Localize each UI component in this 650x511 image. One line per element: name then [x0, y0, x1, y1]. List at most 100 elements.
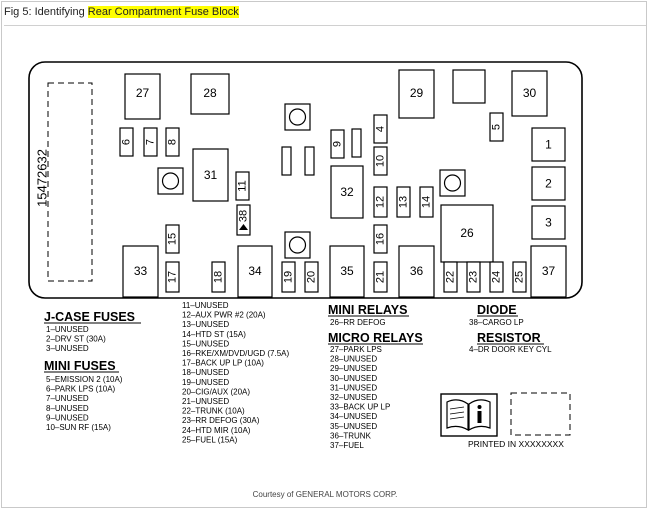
micro-relay-item: 32–UNUSED	[330, 393, 377, 402]
fuse-35-label: 35	[340, 264, 354, 278]
fuse-27: 27	[124, 73, 161, 120]
j-case-heading: J-CASE FUSES	[44, 310, 135, 324]
fuse-block-outline	[28, 61, 583, 299]
part-number: 15472632	[35, 149, 50, 207]
printed-in-text: PRINTED IN XXXXXXXX	[468, 439, 564, 449]
diode-38-label: 38	[238, 210, 250, 222]
diode-arrow-icon	[239, 224, 248, 230]
fuse-31-label: 31	[204, 168, 218, 182]
mini-fuse-item: 10–SUN RF (15A)	[46, 423, 111, 432]
fuse-item: 19–UNUSED	[182, 378, 229, 387]
fuse-28: 28	[190, 73, 230, 115]
fuse-item: 20–CIG/AUX (20A)	[182, 387, 250, 396]
fuse-32-label: 32	[340, 185, 354, 199]
fuse-18: 18	[211, 261, 226, 293]
mini-fuse-item: 6–PARK LPS (10A)	[46, 385, 116, 394]
micro-relay-item: 30–UNUSED	[330, 374, 377, 383]
j-case-item: 2–DRV ST (30A)	[46, 335, 106, 344]
fuse-14: 14	[419, 186, 434, 218]
fuse-item: 15–UNUSED	[182, 339, 229, 348]
fuse-27-label: 27	[136, 86, 150, 100]
fuse-item: 14–HTD ST (15A)	[182, 330, 246, 339]
fuse-4-label: 4	[375, 126, 387, 132]
fuse-item: 17–BACK UP LP (10A)	[182, 359, 264, 368]
resistor-list: 4–DR DOOR KEY CYL	[469, 345, 552, 354]
resistor-item: 4–DR DOOR KEY CYL	[469, 345, 552, 354]
micro-relays-heading: MICRO RELAYS	[328, 331, 423, 345]
fuse-31: 31	[192, 148, 229, 202]
fuse-18-label: 18	[213, 271, 225, 283]
fuse-12-label: 12	[375, 196, 387, 208]
fuse-2-label: 2	[545, 177, 552, 191]
fuse-item: 24–HTD MIR (10A)	[182, 426, 251, 435]
micro-relays-list: 27–PARK LPS28–UNUSED29–UNUSED30–UNUSED31…	[330, 345, 390, 450]
fuse-37: 37	[530, 245, 567, 298]
mini-fuse-item: 7–UNUSED	[46, 394, 89, 403]
fuse-1-label: 1	[545, 138, 552, 152]
fuse-22: 22	[443, 261, 458, 293]
micro-relay-item: 37–FUEL	[330, 441, 364, 450]
fuse-1: 1	[531, 127, 566, 162]
figure-caption: Fig 5: Identifying Rear Compartment Fuse…	[4, 6, 239, 18]
micro-relay-item: 35–UNUSED	[330, 422, 377, 431]
fuse-21: 21	[373, 261, 388, 293]
micro-relay-item: 29–UNUSED	[330, 364, 377, 373]
diode-list: 38–CARGO LP	[469, 318, 524, 327]
fuse-5-label: 5	[491, 124, 503, 130]
socket-2	[157, 167, 184, 195]
fuse-29: 29	[398, 69, 435, 119]
fuse-item: 11–UNUSED	[182, 301, 229, 310]
fuse-22-label: 22	[445, 271, 457, 283]
j-case-area	[47, 82, 93, 282]
micro-relay-item: 31–UNUSED	[330, 383, 377, 392]
credit-line: Courtesy of GENERAL MOTORS CORP.	[252, 490, 398, 499]
fuse-6: 6	[119, 127, 134, 157]
fuse-10-label: 10	[375, 155, 387, 167]
fuse-2: 2	[531, 166, 566, 201]
fuse-23-label: 23	[468, 271, 480, 283]
fuse-25: 25	[512, 261, 527, 293]
mini-fuses-heading: MINI FUSES	[44, 359, 116, 373]
micro-relay-item: 27–PARK LPS	[330, 345, 382, 354]
fuse-item: 16–RKE/XM/DVD/UGD (7.5A)	[182, 349, 289, 358]
caption-prefix: Fig 5: Identifying	[4, 6, 88, 18]
fuse-item: 18–UNUSED	[182, 368, 229, 377]
fuse-item: 12–AUX PWR #2 (20A)	[182, 311, 266, 320]
fuse-26: 26	[440, 204, 494, 263]
fuse-4: 4	[373, 114, 388, 144]
fuse-30-label: 30	[523, 86, 537, 100]
j-case-item: 3–UNUSED	[46, 344, 89, 353]
fuse-30: 30	[511, 70, 548, 117]
fuse-33: 33	[122, 245, 159, 298]
diode-item: 38–CARGO LP	[469, 318, 524, 327]
label-area	[510, 392, 571, 436]
fuse-9-label: 9	[332, 141, 344, 147]
fuse-37-label: 37	[542, 264, 556, 278]
micro-relay-item: 36–TRUNK	[330, 431, 372, 440]
fuse-13: 13	[396, 186, 411, 218]
mini-relays-heading: MINI RELAYS	[328, 303, 407, 317]
micro-relay-item: 28–UNUSED	[330, 355, 377, 364]
fuse-item: 13–UNUSED	[182, 320, 229, 329]
micro-relay-item: 34–UNUSED	[330, 412, 377, 421]
fuse-20-label: 20	[306, 271, 318, 283]
fuse-34: 34	[237, 245, 273, 298]
socket-3	[439, 169, 466, 197]
fuse-24-label: 24	[491, 271, 503, 283]
fuse-33-label: 33	[134, 264, 148, 278]
fuse-21-label: 21	[375, 271, 387, 283]
caption-highlight: Rear Compartment Fuse Block	[87, 6, 239, 18]
blank-slot-2	[304, 146, 315, 176]
fuse-24: 24	[489, 261, 504, 293]
micro-relay-item: 33–BACK UP LP	[330, 403, 390, 412]
fuse-19: 19	[281, 261, 296, 293]
fuse-29-label: 29	[410, 86, 424, 100]
fuse-6-label: 6	[121, 139, 133, 145]
mini-fuse-item: 8–UNUSED	[46, 404, 89, 413]
fuse-13-label: 13	[398, 196, 410, 208]
mini-relays-list: 26–RR DEFOG	[330, 318, 386, 327]
